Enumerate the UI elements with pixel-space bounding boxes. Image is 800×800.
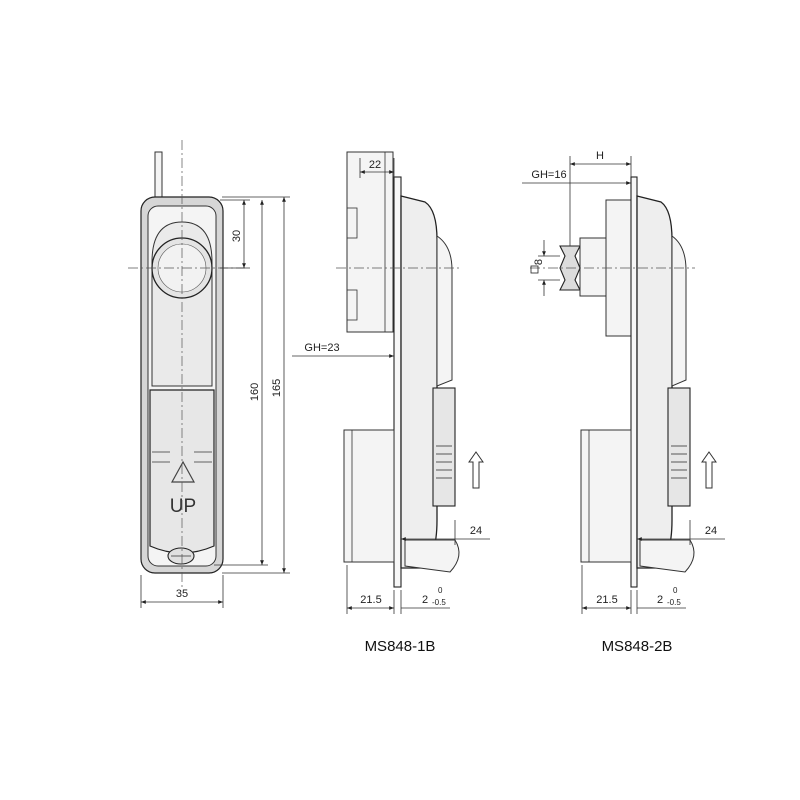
up-direction-arrow-1b <box>468 451 484 489</box>
tol-upper-1b: 0 <box>438 586 443 595</box>
handle-profile-2b <box>636 195 673 569</box>
dim-21-5-2b: 21.5 <box>596 594 617 606</box>
dim-165: 165 <box>271 379 283 397</box>
model-label-2b: MS848-2B <box>602 638 673 655</box>
side-view-1b: 22 GH=23 24 21.5 2 0 -0.5 MS848-1B <box>292 151 490 655</box>
dim-2-1b: 2 <box>422 594 428 606</box>
gh-label-2b: GH=16 <box>531 169 566 181</box>
tol-lower-2b: -0.5 <box>667 598 681 607</box>
lever-2b <box>667 387 691 507</box>
dim-22-1b: 22 <box>369 159 381 171</box>
side-view-2b: H GH=16 8 24 21.5 2 0 -0.5 MS848-2B <box>522 150 725 655</box>
square-symbol-icon <box>530 265 539 274</box>
dim-2-2b: 2 <box>657 594 663 606</box>
lever-1b <box>432 387 456 507</box>
dim-21-5-1b: 21.5 <box>360 594 381 606</box>
tol-lower-1b: -0.5 <box>432 598 446 607</box>
front-view: UP 30 160 165 35 <box>128 140 290 608</box>
shaft-collar-2b <box>579 237 607 297</box>
panel-1b <box>393 176 402 588</box>
up-arrow-icon <box>170 460 196 483</box>
panel-2b <box>630 176 638 588</box>
cam-box-1b <box>343 429 395 563</box>
dim-35: 35 <box>176 588 188 600</box>
dim-24-2b: 24 <box>705 525 717 537</box>
dim-160: 160 <box>249 383 261 401</box>
cam-box-2b <box>580 429 632 563</box>
dim-h-2b: H <box>596 150 604 162</box>
model-label-1b: MS848-1B <box>365 638 436 655</box>
handle-profile-1b <box>400 195 438 569</box>
up-direction-arrow-2b <box>701 451 717 489</box>
gh-label-1b: GH=23 <box>304 342 339 354</box>
up-label: UP <box>170 496 196 517</box>
dim-8-2b: 8 <box>533 259 545 265</box>
dim-24-1b: 24 <box>470 525 482 537</box>
key-rod <box>154 151 163 203</box>
tol-upper-2b: 0 <box>673 586 678 595</box>
grip-ridges <box>147 446 217 490</box>
dim-30: 30 <box>231 230 243 242</box>
lock-body-1b <box>346 151 394 333</box>
